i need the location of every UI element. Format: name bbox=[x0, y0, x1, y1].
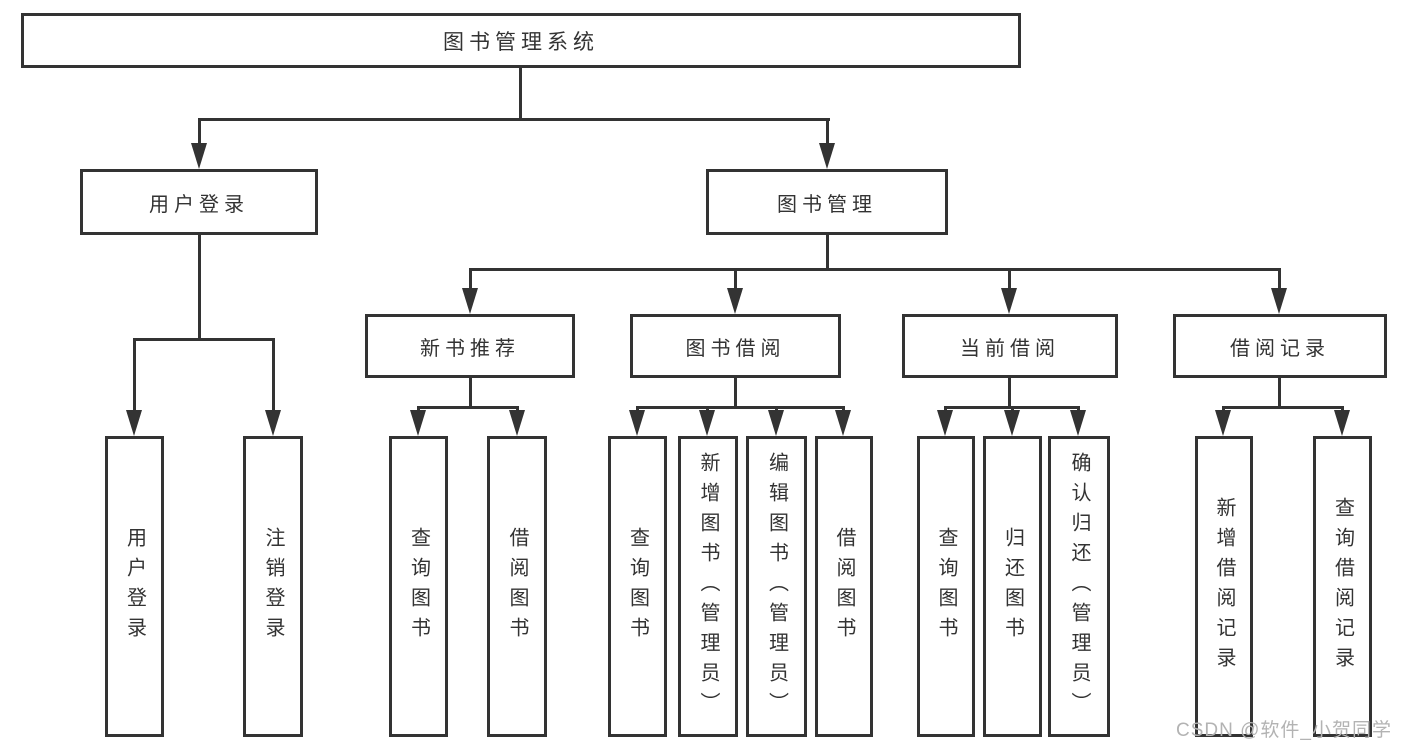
arrow-down-icon bbox=[768, 410, 784, 436]
leaf-borrow-books-recommend: 借阅图书 bbox=[487, 436, 547, 737]
connector-line bbox=[469, 268, 472, 290]
arrow-down-icon bbox=[727, 288, 743, 314]
connector-line bbox=[1077, 406, 1080, 412]
connector-line bbox=[1341, 406, 1344, 412]
connector-line bbox=[944, 406, 947, 412]
connector-line bbox=[133, 338, 275, 341]
node-borrowing-records: 借阅记录 bbox=[1173, 314, 1387, 378]
arrow-down-icon bbox=[699, 410, 715, 436]
connector-line bbox=[1008, 268, 1011, 290]
connector-line bbox=[734, 378, 737, 406]
connector-line bbox=[1008, 378, 1011, 406]
connector-line bbox=[775, 406, 778, 412]
connector-line bbox=[636, 406, 639, 412]
node-current-borrowing: 当前借阅 bbox=[902, 314, 1118, 378]
arrow-down-icon bbox=[1070, 410, 1086, 436]
arrow-down-icon bbox=[1271, 288, 1287, 314]
leaf-return-books: 归还图书 bbox=[983, 436, 1042, 737]
leaf-query-borrow-record: 查询借阅记录 bbox=[1313, 436, 1372, 737]
connector-line bbox=[826, 118, 829, 145]
leaf-query-books-borrowing: 查询图书 bbox=[608, 436, 667, 737]
arrow-down-icon bbox=[126, 410, 142, 436]
arrow-down-icon bbox=[819, 143, 835, 169]
connector-line bbox=[842, 406, 845, 412]
connector-line bbox=[469, 378, 472, 406]
connector-line bbox=[133, 338, 136, 412]
connector-line bbox=[1222, 406, 1225, 412]
arrow-down-icon bbox=[1001, 288, 1017, 314]
connector-line bbox=[1278, 268, 1281, 290]
leaf-edit-books-admin: 编辑图书（管理员） bbox=[746, 436, 807, 737]
connector-line bbox=[272, 338, 275, 412]
arrow-down-icon bbox=[191, 143, 207, 169]
arrow-down-icon bbox=[937, 410, 953, 436]
connector-line bbox=[1011, 406, 1014, 412]
leaf-logout: 注销登录 bbox=[243, 436, 303, 737]
leaf-query-books-recommend: 查询图书 bbox=[389, 436, 448, 737]
leaf-borrow-books-borrowing: 借阅图书 bbox=[815, 436, 873, 737]
connector-line bbox=[1278, 378, 1281, 406]
connector-line bbox=[417, 406, 420, 412]
arrow-down-icon bbox=[1334, 410, 1350, 436]
node-book-management: 图书管理 bbox=[706, 169, 948, 235]
connector-line bbox=[469, 268, 1281, 271]
arrow-down-icon bbox=[1004, 410, 1020, 436]
node-library-management-system: 图书管理系统 bbox=[21, 13, 1021, 68]
arrow-down-icon bbox=[629, 410, 645, 436]
connector-line bbox=[826, 235, 829, 268]
connector-line bbox=[516, 406, 519, 412]
arrow-down-icon bbox=[410, 410, 426, 436]
connector-line bbox=[734, 268, 737, 290]
arrow-down-icon bbox=[835, 410, 851, 436]
node-new-book-recommendation: 新书推荐 bbox=[365, 314, 575, 378]
leaf-query-books-current: 查询图书 bbox=[917, 436, 975, 737]
connector-line bbox=[636, 406, 845, 409]
arrow-down-icon bbox=[462, 288, 478, 314]
leaf-user-login: 用户登录 bbox=[105, 436, 164, 737]
arrow-down-icon bbox=[265, 410, 281, 436]
connector-line bbox=[519, 68, 522, 118]
leaf-add-borrow-record: 新增借阅记录 bbox=[1195, 436, 1253, 737]
connector-line bbox=[198, 118, 830, 121]
connector-line bbox=[198, 118, 201, 145]
node-book-borrowing: 图书借阅 bbox=[630, 314, 841, 378]
connector-line bbox=[198, 235, 201, 338]
csdn-watermark: CSDN @软件_小贺同学 bbox=[1176, 720, 1392, 741]
connector-line bbox=[417, 406, 519, 409]
leaf-add-books-admin: 新增图书（管理员） bbox=[678, 436, 738, 737]
node-user-login: 用户登录 bbox=[80, 169, 318, 235]
leaf-confirm-return-admin: 确认归还（管理员） bbox=[1048, 436, 1110, 737]
arrow-down-icon bbox=[509, 410, 525, 436]
arrow-down-icon bbox=[1215, 410, 1231, 436]
connector-line bbox=[706, 406, 709, 412]
connector-line bbox=[1222, 406, 1343, 409]
